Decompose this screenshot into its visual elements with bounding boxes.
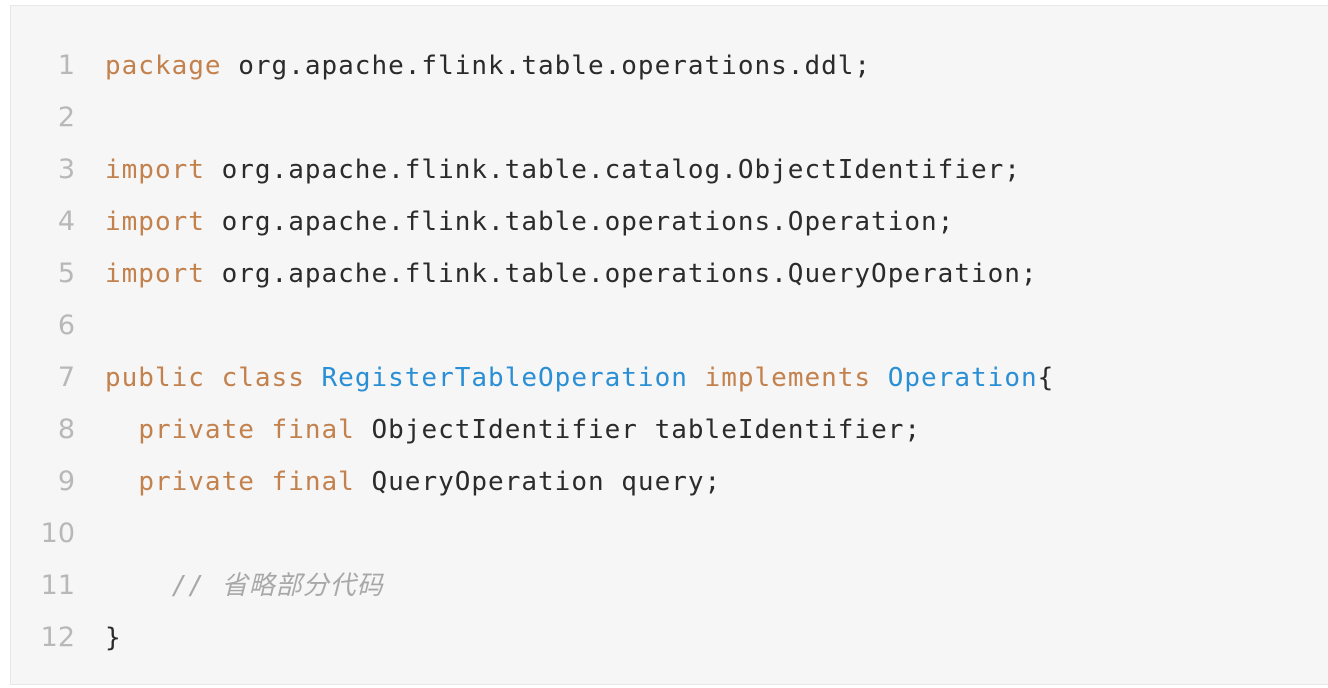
code-line: 5 import org.apache.flink.table.operation…: [11, 248, 1328, 300]
code-token-keyword: import: [105, 207, 205, 237]
line-number: 5: [57, 258, 75, 289]
code-token-keyword: class: [221, 363, 305, 393]
code-text: // 省略部分代码: [105, 560, 384, 612]
code-token-keyword: final: [271, 415, 355, 445]
code-text: private final QueryOperation query;: [105, 456, 721, 508]
line-number: 3: [57, 154, 75, 185]
code-token-plain: org.apache.flink.table.catalog.ObjectIde…: [204, 155, 1021, 185]
code-token-plain: org.apache.flink.table.operations.ddl;: [221, 51, 872, 81]
code-text: public class RegisterTableOperation impl…: [105, 352, 1054, 404]
line-number: 2: [57, 102, 75, 133]
code-line: 10: [11, 508, 1328, 560]
code-line: 6: [11, 300, 1328, 352]
code-text: import org.apache.flink.table.catalog.Ob…: [105, 144, 1021, 196]
code-text: import org.apache.flink.table.operations…: [105, 248, 1038, 300]
code-lines: 1 package org.apache.flink.table.operatio…: [11, 40, 1328, 664]
code-line: 4 import org.apache.flink.table.operation…: [11, 196, 1328, 248]
line-number: 7: [57, 362, 75, 393]
line-number: 4: [57, 206, 75, 237]
code-token-plain: [105, 467, 138, 497]
code-token-plain: QueryOperation query;: [354, 467, 722, 497]
code-line: 9 private final QueryOperation query;: [11, 456, 1328, 508]
code-line: 1 package org.apache.flink.table.operatio…: [11, 40, 1328, 92]
code-token-keyword: import: [105, 155, 205, 185]
code-token-type: RegisterTableOperation: [321, 363, 688, 393]
code-token-plain: org.apache.flink.table.operations.Operat…: [204, 207, 955, 237]
code-text: import org.apache.flink.table.operations…: [105, 196, 954, 248]
code-token-plain: [255, 415, 272, 445]
code-token-keyword: implements: [704, 363, 872, 393]
code-token-type: Operation: [887, 363, 1038, 393]
line-number: 12: [40, 622, 75, 653]
code-token-plain: ObjectIdentifier tableIdentifier;: [354, 415, 922, 445]
code-token-plain: [688, 363, 705, 393]
code-line: 2: [11, 92, 1328, 144]
code-token-keyword: private: [138, 415, 255, 445]
code-token-plain: org.apache.flink.table.operations.QueryO…: [204, 259, 1038, 289]
code-line: 3 import org.apache.flink.table.catalog.O…: [11, 144, 1328, 196]
code-token-plain: {: [1037, 363, 1055, 393]
code-token-keyword: package: [105, 51, 222, 81]
line-number: 6: [57, 310, 75, 341]
code-token-plain: [105, 415, 138, 445]
code-token-keyword: final: [271, 467, 355, 497]
code-text: }: [105, 612, 122, 664]
code-text: private final ObjectIdentifier tableIden…: [105, 404, 921, 456]
code-token-keyword: private: [138, 467, 255, 497]
code-token-keyword: import: [105, 259, 205, 289]
line-number: 11: [40, 570, 75, 601]
code-token-plain: [105, 571, 172, 601]
code-token-plain: [205, 363, 222, 393]
code-line: 12}: [11, 612, 1328, 664]
line-number: 1: [57, 50, 75, 81]
code-line: 7 public class RegisterTableOperation imp…: [11, 352, 1328, 404]
code-line: 11 // 省略部分代码: [11, 560, 1328, 612]
code-block: 1 package org.apache.flink.table.operatio…: [10, 5, 1328, 685]
code-token-keyword: public: [105, 363, 205, 393]
code-token-plain: [255, 467, 272, 497]
line-number: 10: [40, 518, 75, 549]
line-number: 8: [57, 414, 75, 445]
code-token-plain: }: [105, 623, 122, 653]
code-text: package org.apache.flink.table.operation…: [105, 40, 871, 92]
code-token-plain: [871, 363, 888, 393]
code-token-comment: // 省略部分代码: [171, 571, 384, 601]
code-token-plain: [305, 363, 322, 393]
line-number: 9: [57, 466, 75, 497]
code-line: 8 private final ObjectIdentifier tableId…: [11, 404, 1328, 456]
